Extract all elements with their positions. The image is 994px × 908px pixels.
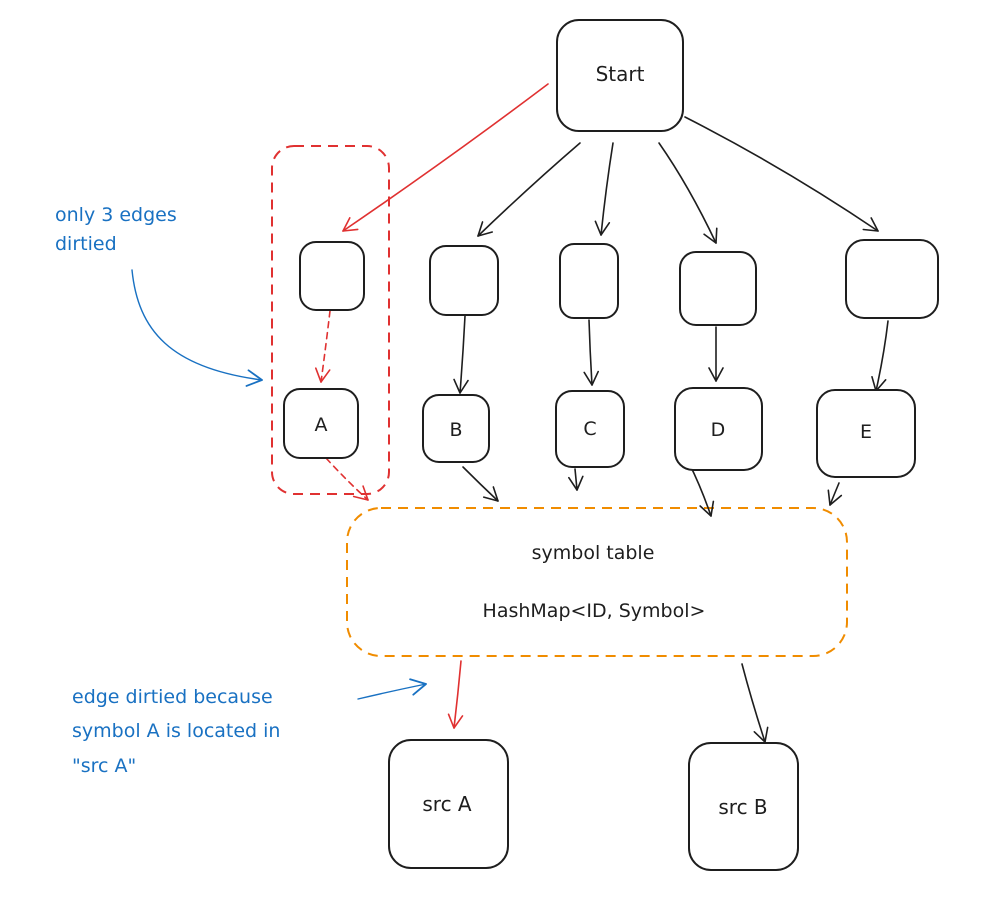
- a-parent-node: [299, 241, 365, 311]
- note-arrow-edge-reason: [357, 678, 427, 700]
- src-b-label: src B: [718, 795, 767, 819]
- dirty-edges-note-line-2: dirtied: [55, 233, 117, 255]
- edge-reason-note-line-3: "src A": [72, 755, 136, 777]
- node-c: [555, 390, 625, 468]
- node-c-label: C: [583, 418, 596, 440]
- edge-start-to-b-child: [477, 142, 581, 237]
- node-d-label: D: [711, 419, 726, 441]
- c-parent-node: [559, 243, 619, 319]
- start-label: Start: [596, 62, 645, 86]
- edge-reason-note-line-2: symbol A is located in: [72, 720, 280, 742]
- edge-a-to-symbol-table: [325, 457, 369, 501]
- edge-c-to-symbol-table: [568, 468, 584, 491]
- edge-b-to-symbol-table: [462, 466, 499, 502]
- edge-start-to-c-child: [594, 142, 614, 236]
- node-a: [283, 388, 359, 459]
- e-parent-node: [845, 239, 939, 319]
- edge-e-parent-to-e: [871, 320, 889, 392]
- edge-start-to-d-child: [658, 142, 718, 244]
- edge-reason-note-line-1: edge dirtied because: [72, 686, 273, 708]
- edge-b-parent-to-b: [453, 315, 469, 394]
- node-d: [674, 387, 763, 471]
- symbol-table-title: symbol table: [532, 542, 655, 564]
- node-b: [422, 394, 490, 463]
- edge-a-parent-to-a: [315, 310, 331, 383]
- dirty-edges-note-line-1: only 3 edges: [55, 204, 177, 226]
- edge-e-to-symbol-table: [827, 482, 843, 506]
- symbol-table-box: [346, 507, 848, 657]
- edge-symbol-table-to-src-a: [447, 660, 464, 729]
- src-b-node: [688, 742, 799, 871]
- node-e-label: E: [860, 421, 872, 443]
- src-a-label: src A: [422, 792, 472, 816]
- node-a-label: A: [315, 414, 328, 436]
- edge-c-parent-to-c: [583, 319, 600, 386]
- src-a-node: [388, 739, 509, 869]
- node-e: [816, 389, 916, 478]
- edge-start-to-a-child: [342, 83, 549, 232]
- symbol-table-type: HashMap<ID, Symbol>: [483, 600, 706, 622]
- edge-symbol-table-to-src-b: [741, 663, 769, 743]
- edge-start-to-e-child: [684, 116, 879, 232]
- node-b-label: B: [449, 419, 462, 441]
- note-arrow-dirty-edges: [131, 269, 263, 387]
- dirty-group-outline: [271, 145, 390, 495]
- b-parent-node: [429, 245, 499, 316]
- d-parent-node: [679, 251, 757, 326]
- start-node: [556, 19, 684, 132]
